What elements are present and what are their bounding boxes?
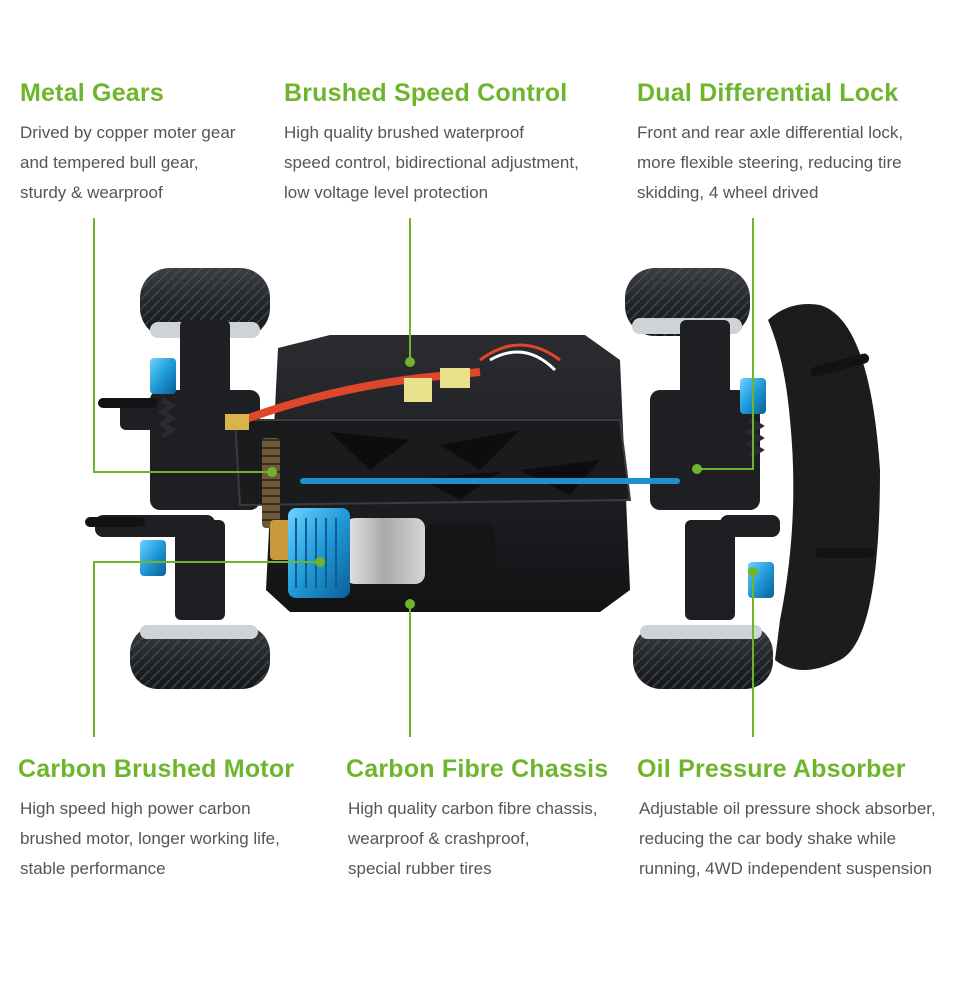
description-line: special rubber tires bbox=[348, 859, 492, 878]
feature-description: High quality carbon fibre chassis, wearp… bbox=[348, 794, 608, 884]
feature-metal-gears: Metal Gears Drived by copper moter gear … bbox=[20, 78, 235, 208]
rear-suspension bbox=[95, 320, 260, 620]
feature-title: Metal Gears bbox=[20, 79, 164, 107]
feature-brushed-motor: Carbon Brushed Motor High speed high pow… bbox=[18, 754, 294, 884]
callout-dots bbox=[267, 357, 758, 609]
feature-description: Front and rear axle differential lock, m… bbox=[637, 118, 903, 208]
description-line: wearproof & crashproof, bbox=[348, 829, 530, 848]
front-bumper bbox=[768, 304, 880, 670]
description-line: reducing the car body shake while bbox=[639, 829, 897, 848]
speed-control bbox=[225, 343, 561, 430]
feature-description: Adjustable oil pressure shock absorber, … bbox=[639, 794, 936, 884]
feature-description: High quality brushed waterproof speed co… bbox=[284, 118, 579, 208]
brushed-motor bbox=[270, 508, 425, 598]
feature-speed-control: Brushed Speed Control High quality brush… bbox=[284, 78, 579, 208]
feature-title: Carbon Brushed Motor bbox=[18, 755, 295, 783]
wheel bbox=[633, 625, 773, 689]
description-line: Adjustable oil pressure shock absorber, bbox=[639, 799, 936, 818]
description-line: Drived by copper moter gear bbox=[20, 123, 236, 142]
description-line: low voltage level protection bbox=[284, 183, 489, 202]
servo bbox=[425, 525, 495, 585]
carbon-top-plate bbox=[233, 419, 632, 507]
feature-description: High speed high power carbon brushed mot… bbox=[20, 794, 294, 884]
description-line: sturdy & wearproof bbox=[20, 183, 163, 202]
description-line: High speed high power carbon bbox=[20, 799, 251, 818]
description-line: High quality carbon fibre chassis, bbox=[348, 799, 598, 818]
description-line: High quality brushed waterproof bbox=[284, 123, 525, 142]
feature-description: Drived by copper moter gear and tempered… bbox=[20, 118, 235, 208]
wheel bbox=[130, 625, 270, 689]
feature-title: Dual Differential Lock bbox=[637, 79, 899, 107]
description-line: and tempered bull gear, bbox=[20, 153, 199, 172]
drive-shaft bbox=[300, 478, 680, 484]
feature-title: Carbon Fibre Chassis bbox=[346, 755, 609, 783]
description-line: more flexible steering, reducing tire bbox=[637, 153, 902, 172]
body-post bbox=[85, 353, 875, 558]
wheel bbox=[140, 268, 270, 338]
feature-oil-absorber: Oil Pressure Absorber Adjustable oil pre… bbox=[637, 754, 936, 884]
feature-carbon-chassis: Carbon Fibre Chassis High quality carbon… bbox=[346, 754, 608, 884]
description-line: speed control, bidirectional adjustment, bbox=[284, 153, 579, 172]
description-line: brushed motor, longer working life, bbox=[20, 829, 280, 848]
metal-gear bbox=[262, 438, 280, 528]
shock-absorber bbox=[140, 358, 774, 598]
feature-differential-lock: Dual Differential Lock Front and rear ax… bbox=[637, 78, 903, 208]
description-line: running, 4WD independent suspension bbox=[639, 859, 932, 878]
feature-title: Brushed Speed Control bbox=[284, 79, 568, 107]
description-line: stable performance bbox=[20, 859, 166, 878]
description-line: Front and rear axle differential lock, bbox=[637, 123, 904, 142]
callout-lines bbox=[93, 218, 754, 737]
feature-title: Oil Pressure Absorber bbox=[637, 755, 906, 783]
description-line: skidding, 4 wheel drived bbox=[637, 183, 819, 202]
